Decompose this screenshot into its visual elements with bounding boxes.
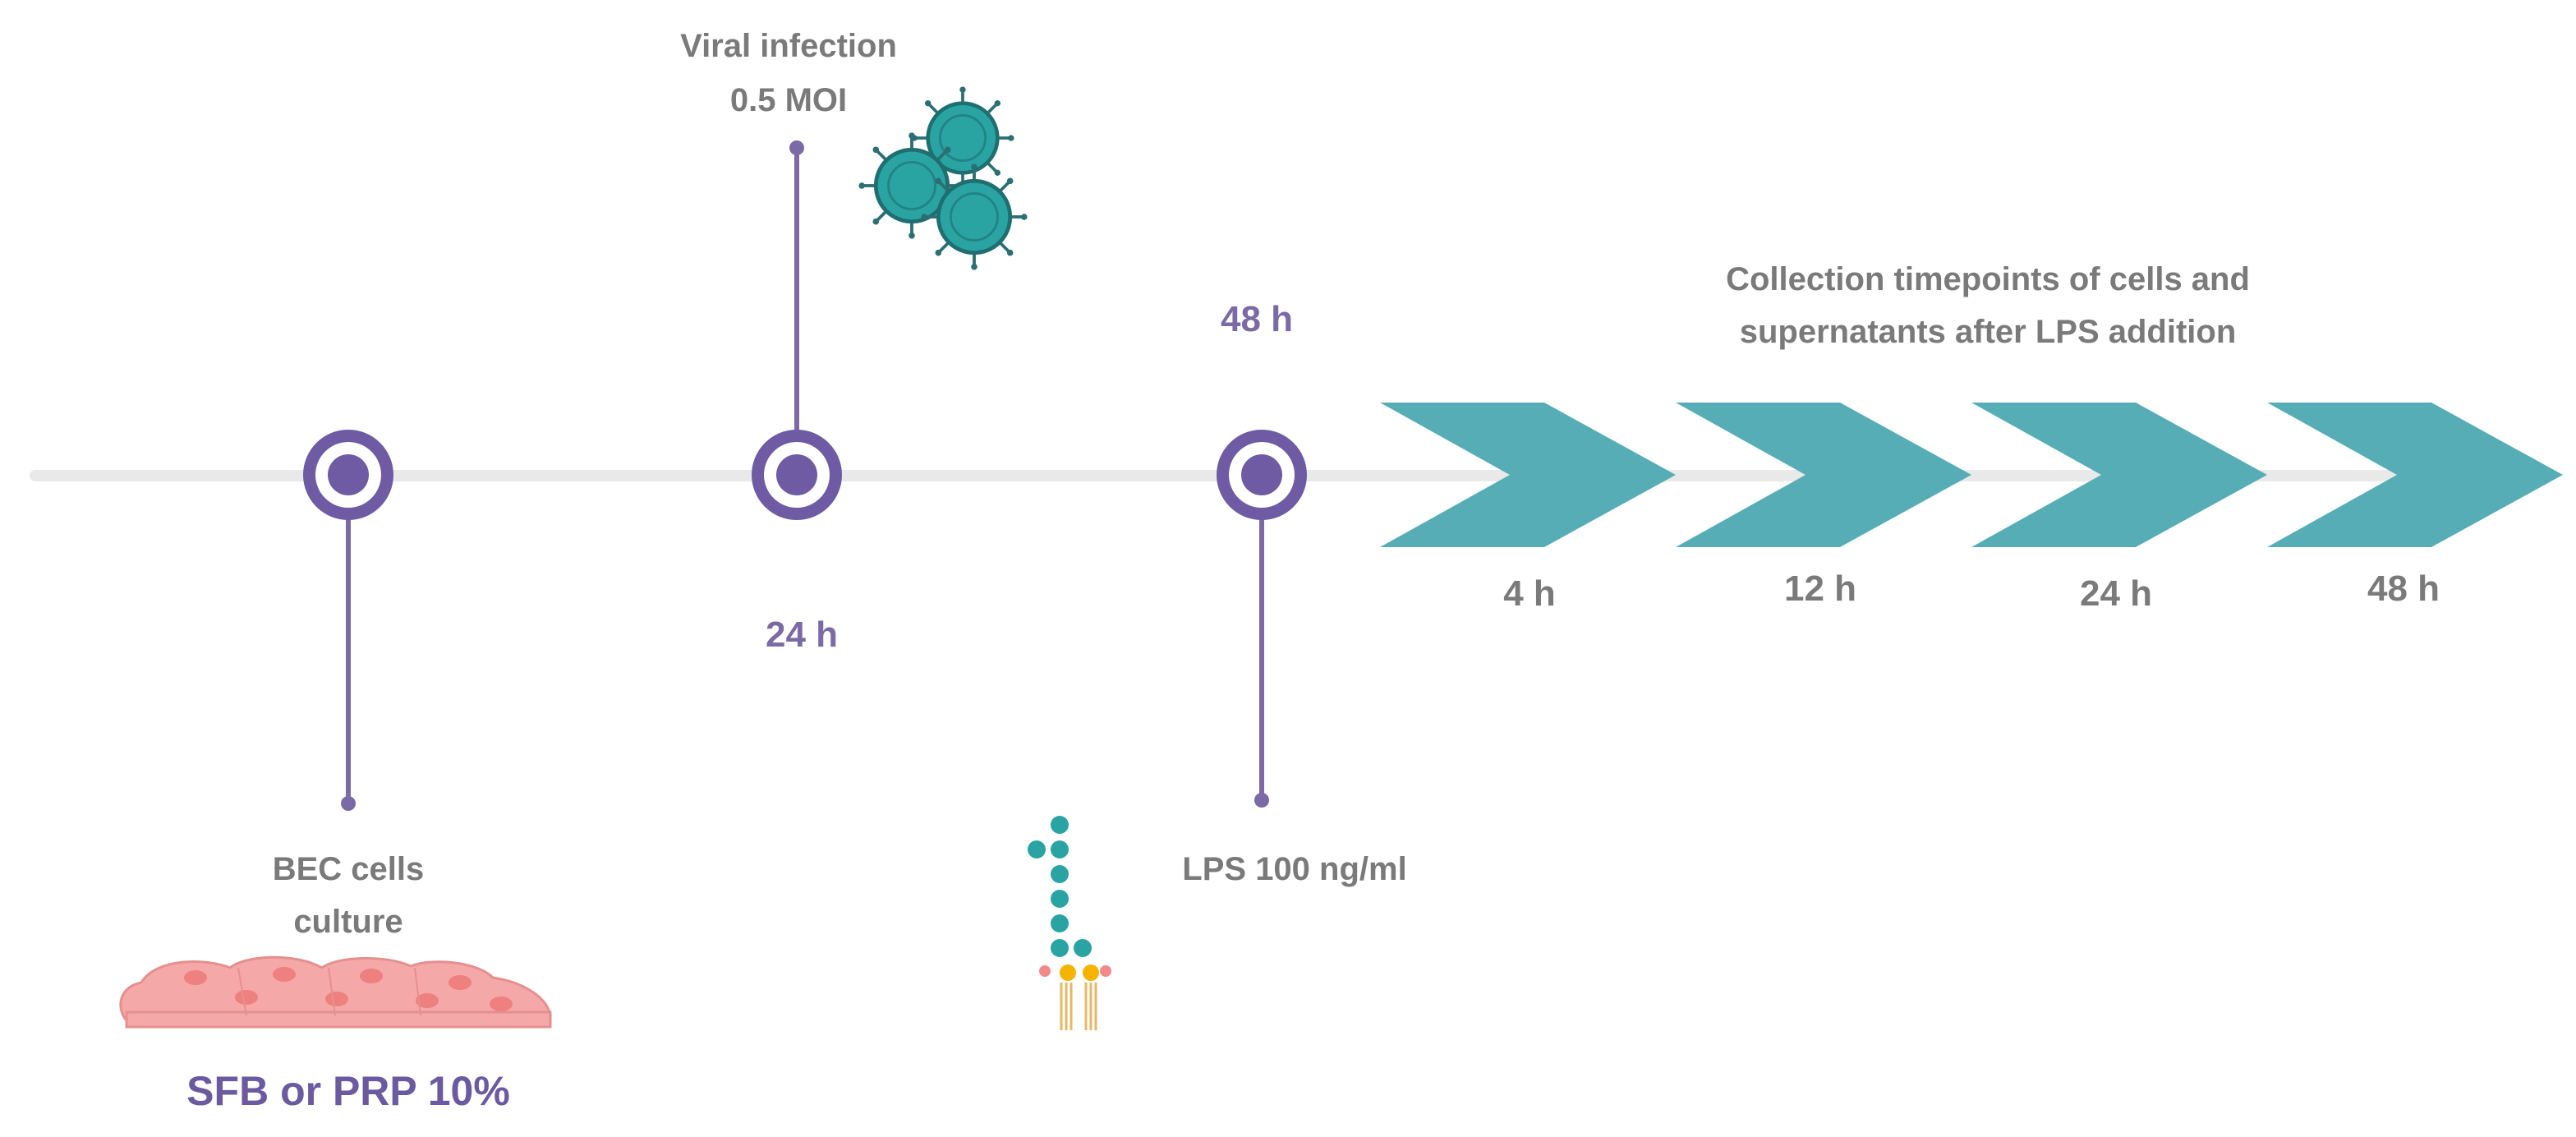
chevron-24h (1971, 403, 2267, 547)
viral-stem-end (789, 140, 804, 155)
moi-label: 0.5 MOI (729, 82, 848, 118)
viral-infection-label: Viral infection (680, 28, 897, 64)
time-48h-label: 48 h (1220, 299, 1294, 339)
milestone-node-lps (1217, 430, 1307, 520)
bec-stem-end (341, 796, 356, 811)
timepoint-4h: 4 h (1503, 573, 1556, 614)
culture-label: culture (293, 904, 403, 940)
medium-label: SFB or PRP 10% (186, 1068, 510, 1114)
collection-title-line2: supernatants after LPS addition (1739, 314, 2237, 350)
collection-title-line1: Collection timepoints of cells and (1726, 261, 2250, 297)
chevron-48h (2267, 403, 2563, 547)
lps-label: LPS 100 ng/ml (1182, 851, 1407, 887)
time-24h-label: 24 h (765, 615, 839, 655)
timepoint-24h: 24 h (2079, 573, 2153, 614)
lps-stem-end (1254, 793, 1269, 808)
chevron-4h (1380, 403, 1676, 547)
milestone-node-culture (303, 430, 393, 520)
lps-molecule-icon (1028, 816, 1111, 1030)
chevron-12h (1676, 403, 1971, 547)
milestone-node-infection (752, 430, 842, 520)
timepoint-48h: 48 h (2367, 568, 2440, 609)
epithelial-cells-icon (119, 955, 552, 1029)
timepoint-12h: 12 h (1783, 568, 1857, 609)
bec-cells-label: BEC cells (272, 851, 425, 887)
